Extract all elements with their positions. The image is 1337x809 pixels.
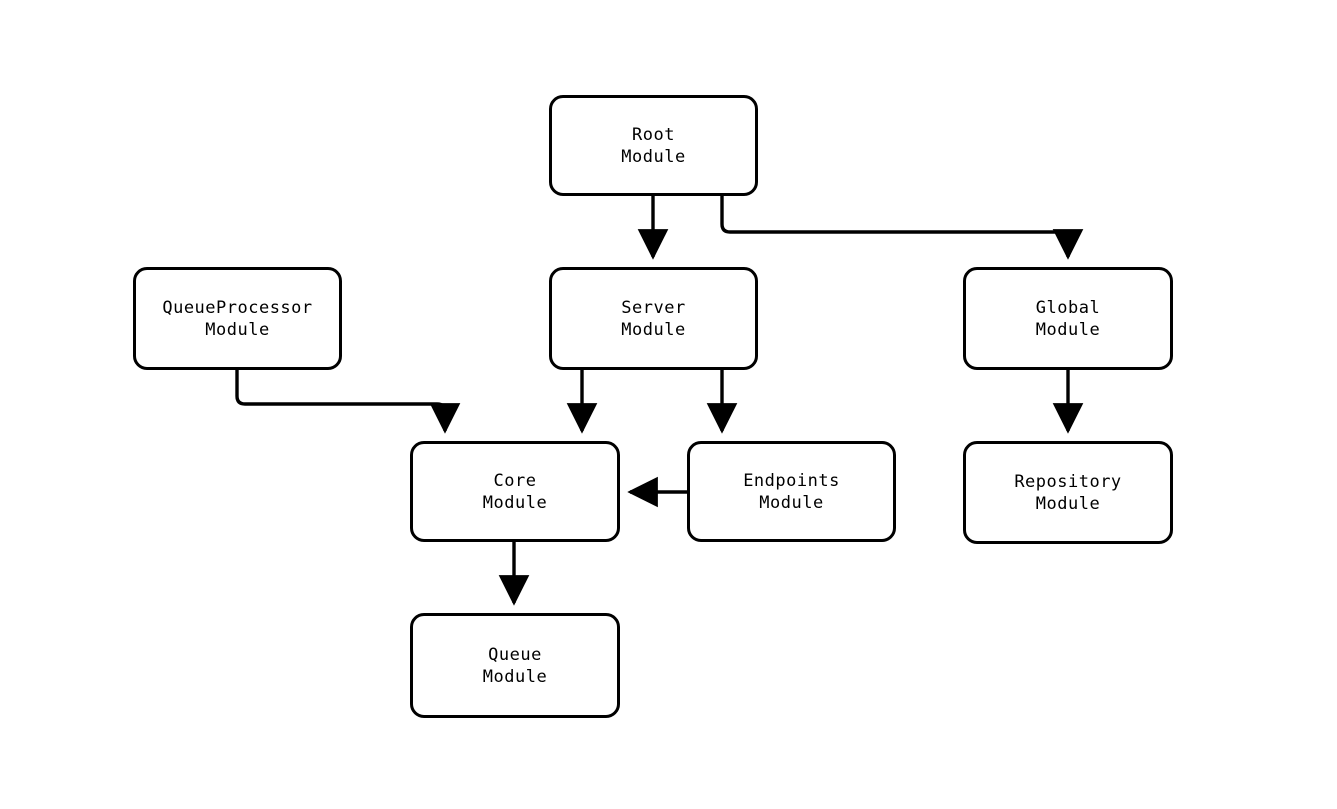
node-label-secondary: Module: [482, 666, 548, 687]
node-label-primary: Repository: [1014, 471, 1122, 492]
edge-root-to-global: [720, 196, 1084, 260]
node-label-primary: Global: [1035, 297, 1101, 318]
node-label-primary: QueueProcessor: [162, 297, 313, 318]
node-label-secondary: Module: [482, 492, 548, 513]
node-label-secondary: Module: [759, 492, 824, 513]
node-label-primary: Core: [493, 470, 537, 491]
edge-queueprocessor-to-core: [235, 370, 461, 434]
node-label-secondary: Module: [205, 319, 270, 340]
node-label-primary: Server: [621, 297, 686, 318]
node-label-secondary: Module: [1035, 319, 1101, 340]
node-label-secondary: Module: [1035, 493, 1101, 514]
node-label-primary: Queue: [488, 644, 542, 665]
node-label-primary: Root: [632, 124, 675, 145]
node-label-primary: Endpoints: [743, 470, 840, 491]
node-label-secondary: Module: [621, 319, 686, 340]
node-label-secondary: Module: [621, 146, 686, 167]
